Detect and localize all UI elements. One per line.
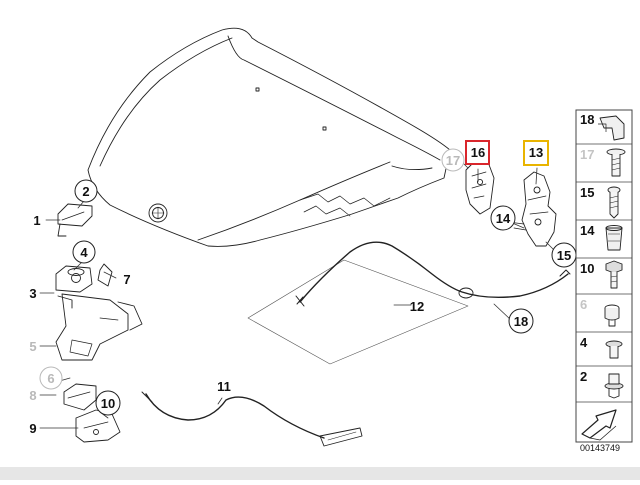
diagram-code: 00143749: [580, 443, 620, 453]
parts-cell-label: 10: [580, 261, 594, 276]
callout-8: 8: [29, 388, 36, 403]
lock-3: [55, 265, 93, 309]
hex-bolt-icon: [605, 260, 623, 289]
routing-outline: [247, 259, 469, 365]
parts-cell-label: 14: [580, 223, 595, 238]
callout-1: 1: [33, 213, 40, 228]
callout-15: 15: [557, 248, 571, 263]
callout-17: 17: [446, 153, 460, 168]
callout-11: 11: [217, 379, 231, 394]
parts-cell-label: 2: [580, 369, 587, 384]
callout-12: 12: [410, 299, 424, 314]
callouts: 2 1 4 7 3 5 6 8 9 10 11 12 18 14 15 17 1…: [29, 140, 577, 436]
parts-cell-label: 6: [580, 297, 587, 312]
callout-2: 2: [82, 184, 89, 199]
callout-13: 13: [529, 145, 543, 160]
parts-cell-label: 18: [580, 112, 594, 127]
bracket-5: [55, 263, 143, 361]
push-clip-icon: [604, 373, 624, 399]
parts-legend-column: 18 17 15 14 10 6 4 2: [575, 109, 633, 453]
callout-16: 16: [471, 145, 485, 160]
callout-5: 5: [29, 339, 36, 354]
bracket-clip-icon: [598, 115, 625, 141]
highlight-box-yellow: [523, 140, 549, 166]
screw-washer-icon: [606, 148, 626, 177]
highlight-box-red: [465, 140, 490, 165]
bracket-8: [63, 383, 97, 411]
hood-lock-9: [75, 409, 121, 443]
parts-cell-label: 17: [580, 147, 594, 162]
footer-band: [0, 467, 640, 480]
hood-illustration: [87, 27, 451, 247]
parts-cell-label: 15: [580, 185, 594, 200]
plastic-rivet-icon: [605, 340, 623, 359]
cable-11: [141, 391, 363, 447]
callout-4: 4: [80, 245, 88, 260]
hinge-assembly: [465, 159, 557, 247]
callout-7: 7: [123, 272, 130, 287]
callout-9: 9: [29, 421, 36, 436]
callout-3: 3: [29, 286, 36, 301]
callout-14: 14: [496, 211, 511, 226]
arrow-direction-icon: [581, 409, 617, 441]
leader-lines: [39, 159, 559, 429]
screw-icon: [607, 186, 621, 219]
expanding-nut-icon: [605, 225, 623, 251]
callout-6: 6: [47, 371, 54, 386]
release-handle-1: [57, 203, 93, 237]
callout-10: 10: [101, 396, 115, 411]
parts-cell-label: 4: [580, 335, 588, 350]
rubber-buffer-icon: [604, 304, 620, 327]
callout-18: 18: [514, 314, 528, 329]
buffer-4: [67, 268, 85, 276]
cable-12: [295, 241, 571, 307]
